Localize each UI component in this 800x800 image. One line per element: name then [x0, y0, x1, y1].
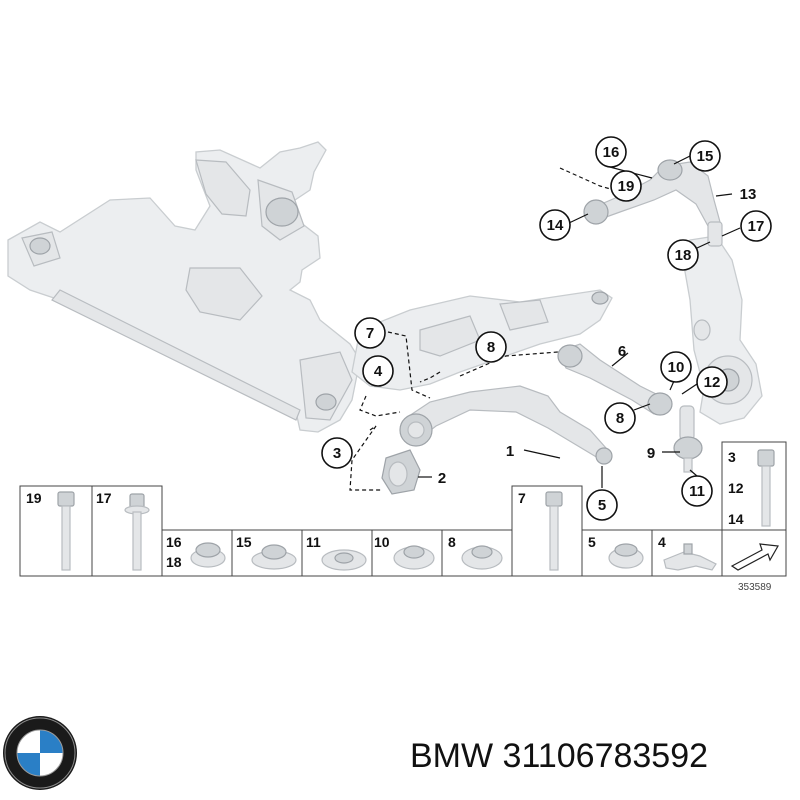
legend-cell-17: 17 [96, 490, 150, 571]
fastener-legend: 19 17 16 18 15 [19, 441, 787, 593]
callout-18: 18 [667, 239, 699, 271]
legend-cell-11: 11 [306, 534, 367, 571]
callout-7: 7 [354, 317, 386, 349]
bracket-icon [663, 543, 717, 571]
label-9: 9 [647, 445, 655, 462]
callout-19: 19 [610, 170, 642, 202]
label-6: 6 [618, 343, 626, 360]
callout-12: 12 [696, 366, 728, 398]
upper-wishbone [583, 159, 723, 247]
callout-11: 11 [681, 475, 713, 507]
direction-arrow-icon [730, 543, 779, 571]
callout-14: 14 [539, 209, 571, 241]
svg-text:16: 16 [603, 144, 620, 161]
svg-text:1: 1 [506, 443, 514, 460]
svg-text:19: 19 [618, 178, 635, 195]
ball-joint [673, 405, 703, 473]
svg-text:4: 4 [374, 363, 383, 380]
legend-cell-4: 4 [658, 534, 717, 571]
svg-text:12: 12 [704, 374, 721, 391]
dashed-assembly-lines [349, 167, 615, 491]
label-13: 13 [740, 186, 757, 203]
bolt-icon [57, 491, 75, 571]
legend-cell-5: 5 [588, 534, 644, 569]
callout-5: 5 [586, 489, 618, 521]
bmw-logo [3, 716, 77, 790]
svg-text:2: 2 [438, 470, 446, 487]
hex-nut-icon [393, 545, 435, 570]
svg-text:8: 8 [616, 410, 624, 427]
washer-nut-icon [321, 549, 367, 571]
callout-8-lower: 8 [604, 402, 636, 434]
callout-16: 16 [595, 136, 627, 168]
svg-text:7: 7 [366, 325, 374, 342]
callout-10: 10 [660, 351, 692, 383]
rubber-mount [381, 449, 421, 495]
svg-text:18: 18 [166, 554, 182, 570]
svg-text:11: 11 [306, 534, 321, 550]
svg-text:8: 8 [448, 534, 456, 550]
legend-cell-16-18: 16 18 [166, 534, 226, 570]
hex-nut-icon [461, 545, 503, 570]
svg-text:6: 6 [618, 343, 626, 360]
svg-text:12: 12 [728, 480, 744, 496]
svg-text:4: 4 [658, 534, 666, 550]
svg-text:16: 16 [166, 534, 182, 550]
legend-cell-10: 10 [374, 534, 435, 570]
legend-cell-15: 15 [236, 534, 297, 570]
brand-name: BMW [410, 737, 494, 775]
callout-17: 17 [740, 210, 772, 242]
wishbone-control-arm [399, 385, 613, 465]
label-2: 2 [438, 470, 446, 487]
bolt-icon [757, 449, 775, 527]
flange-nut-icon [251, 544, 297, 570]
callout-15: 15 [689, 140, 721, 172]
svg-text:7: 7 [518, 490, 526, 506]
svg-text:3: 3 [728, 449, 736, 465]
callout-8-upper: 8 [475, 331, 507, 363]
svg-text:9: 9 [647, 445, 655, 462]
svg-text:15: 15 [236, 534, 252, 550]
svg-text:15: 15 [697, 148, 714, 165]
part-number: 31106783592 [502, 737, 709, 775]
svg-text:13: 13 [740, 186, 757, 203]
nut-icon [608, 543, 644, 569]
nut-icon [190, 542, 226, 568]
svg-text:18: 18 [675, 247, 692, 264]
brand-part-number: BMW 31106783592 [410, 737, 708, 776]
callout-3: 3 [321, 437, 353, 469]
legend-cell-3-12-14: 3 12 14 [728, 449, 775, 527]
tension-strut [557, 343, 673, 416]
flange-bolt-icon [124, 493, 150, 571]
legend-cell-7: 7 [518, 490, 563, 571]
svg-text:10: 10 [668, 359, 685, 376]
diagram-reference-number: 353589 [738, 582, 772, 593]
legend-cell-8: 8 [448, 534, 503, 570]
svg-text:3: 3 [333, 445, 341, 462]
svg-text:14: 14 [547, 217, 564, 234]
callout-4: 4 [362, 355, 394, 387]
svg-text:10: 10 [374, 534, 390, 550]
svg-text:14: 14 [728, 511, 744, 527]
front-axle-subframe [7, 141, 361, 433]
svg-text:8: 8 [487, 339, 495, 356]
legend-cell-19: 19 [26, 490, 75, 571]
svg-text:19: 19 [26, 490, 42, 506]
label-1: 1 [506, 443, 514, 460]
svg-text:5: 5 [588, 534, 596, 550]
svg-text:17: 17 [96, 490, 112, 506]
svg-text:17: 17 [748, 218, 765, 235]
svg-text:5: 5 [598, 497, 606, 514]
svg-text:11: 11 [689, 483, 705, 500]
bolt-icon [545, 491, 563, 571]
